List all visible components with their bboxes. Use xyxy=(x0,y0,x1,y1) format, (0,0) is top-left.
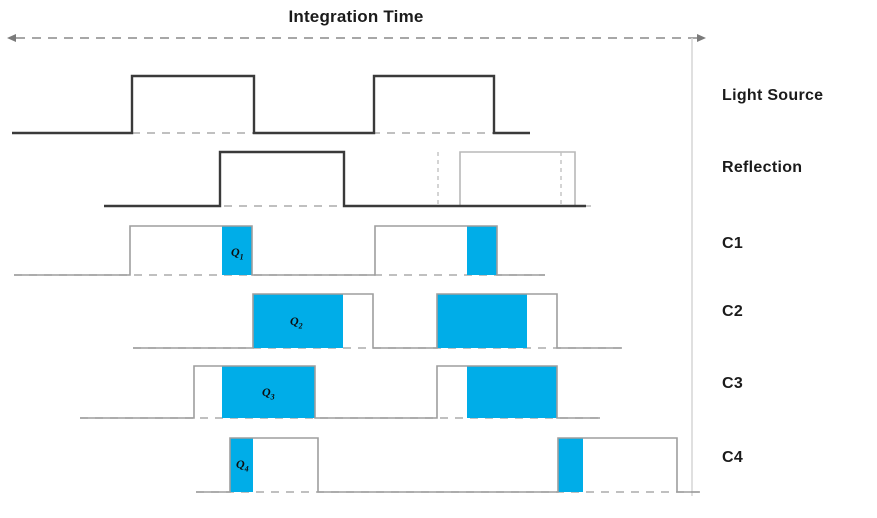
row-label-reflection: Reflection xyxy=(722,159,802,176)
row-label-c2: C2 xyxy=(722,303,743,320)
waveform-row-c4: Q4 xyxy=(196,437,700,493)
charge-label-c1: Q1 xyxy=(231,245,244,262)
signal-trace-reflection xyxy=(104,150,586,208)
charge-fill-c1-1 xyxy=(222,226,252,275)
charge-fill-c4-2 xyxy=(558,438,583,492)
charge-fill-c3-2 xyxy=(467,366,557,418)
integration-time-header: Integration Time xyxy=(7,7,706,42)
charge-fill-c1-2 xyxy=(467,226,497,275)
charge-fill-c2-1 xyxy=(253,294,343,348)
charge-label-c2: Q2 xyxy=(290,314,303,331)
signal-trace-c2 xyxy=(133,293,622,349)
ghost-pulse-reflection-1 xyxy=(436,151,591,207)
signal-trace-c4 xyxy=(196,437,700,493)
waveform-row-c2: Q2 xyxy=(133,293,622,349)
charge-label-c4: Q4 xyxy=(236,457,249,474)
charge-fill-c2-2 xyxy=(437,294,527,348)
signal-trace-light-source xyxy=(12,74,530,135)
row-label-c4: C4 xyxy=(722,449,743,466)
signal-trace-c1 xyxy=(14,225,545,276)
waveform-row-light-source xyxy=(12,74,530,135)
page-title: Integration Time xyxy=(288,7,423,26)
row-label-light-source: Light Source xyxy=(722,87,823,104)
charge-label-c3: Q3 xyxy=(262,385,275,402)
signal-trace-c3 xyxy=(80,365,600,419)
row-label-c1: C1 xyxy=(722,235,743,252)
charge-fill-c4-1 xyxy=(230,438,253,492)
waveform-row-c1: Q1 xyxy=(14,225,545,276)
waveform-row-reflection xyxy=(104,150,591,208)
row-label-c3: C3 xyxy=(722,375,743,392)
charge-fill-c3-1 xyxy=(222,366,315,418)
waveform-row-c3: Q3 xyxy=(80,365,600,419)
